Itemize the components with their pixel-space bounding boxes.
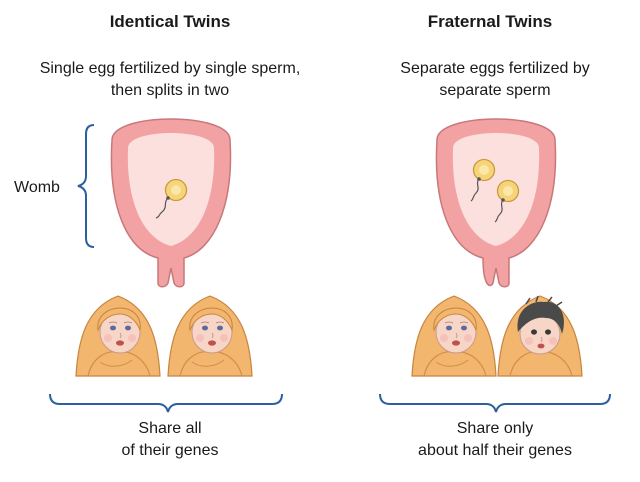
- identical-womb: [110, 118, 232, 288]
- identical-description-line-2: then splits in two: [110, 82, 230, 99]
- fraternal-description-line-2: separate sperm: [439, 82, 551, 99]
- identical-description: Single egg fertilized by single sperm, t…: [10, 58, 330, 102]
- fraternal-baby-2: [497, 295, 583, 377]
- womb-label: Womb: [14, 179, 60, 196]
- fraternal-sperm-2-tail: [494, 199, 504, 223]
- fraternal-share-caption: Share only about half their genes: [380, 418, 610, 462]
- womb-bracket: [77, 124, 95, 248]
- identical-baby-1: [75, 295, 161, 377]
- fraternal-share-line-1: Share only: [456, 420, 534, 437]
- identical-sperm-tail: [155, 197, 169, 219]
- identical-baby-2: [167, 295, 253, 377]
- fraternal-share-line-2: about half their genes: [418, 442, 572, 459]
- identical-sperm-head: [166, 196, 170, 200]
- fraternal-baby-1: [411, 295, 497, 377]
- fraternal-share-bracket: [379, 393, 611, 413]
- identical-share-bracket: [49, 393, 283, 413]
- fraternal-sperm-1-tail: [470, 178, 480, 202]
- fraternal-description: Separate eggs fertilized by separate spe…: [345, 58, 640, 102]
- identical-share-caption: Share all of their genes: [60, 418, 280, 462]
- identical-share-line-2: of their genes: [121, 442, 219, 459]
- fraternal-twins-title: Fraternal Twins: [427, 12, 553, 31]
- identical-twins-title: Identical Twins: [109, 12, 231, 31]
- identical-description-line-1: Single egg fertilized by single sperm,: [39, 60, 301, 77]
- fraternal-womb: [435, 118, 557, 288]
- identical-share-line-1: Share all: [138, 420, 202, 437]
- fraternal-description-line-1: Separate eggs fertilized by: [400, 60, 590, 77]
- fraternal-womb-cavity: [452, 133, 540, 246]
